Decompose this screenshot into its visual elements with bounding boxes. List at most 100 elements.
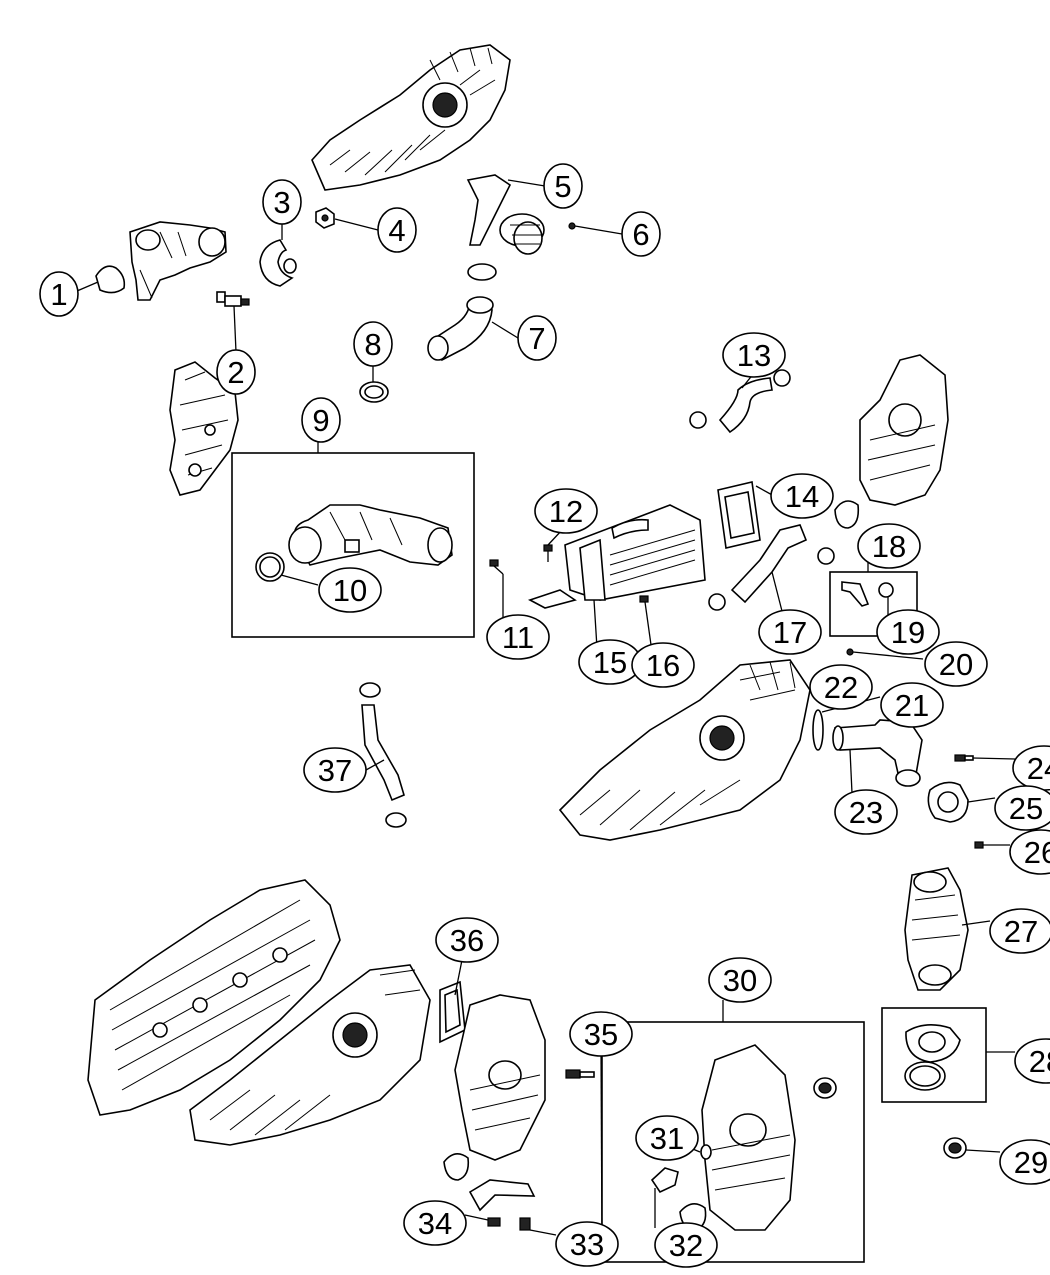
callout-36: 36 — [435, 917, 499, 963]
cylinder-head-lower — [87, 879, 341, 1116]
callout-4: 4 — [377, 207, 417, 253]
kit-box-28 — [881, 1007, 987, 1103]
callout-3: 3 — [262, 179, 302, 225]
callout-8: 8 — [353, 321, 393, 367]
part-12-bolt — [543, 544, 553, 562]
svg-text:33: 33 — [570, 1227, 604, 1262]
part-37-hose — [359, 682, 407, 828]
part-15-egr-cooler — [527, 504, 706, 609]
part-7-hose — [427, 296, 494, 362]
part-10-oring — [255, 552, 285, 582]
svg-text:6: 6 — [632, 217, 649, 252]
callout-20: 20 — [924, 641, 988, 687]
part-8-clamp — [359, 381, 389, 403]
part-28-gaskets — [904, 1024, 961, 1091]
svg-text:37: 37 — [318, 753, 352, 788]
callout-26: 26 — [1009, 829, 1050, 875]
callout-5: 5 — [543, 163, 583, 209]
part-27-egr-valve — [904, 867, 969, 991]
part-30-egr-valve — [679, 1044, 796, 1231]
svg-text:14: 14 — [785, 479, 819, 514]
part-29-plug — [943, 1137, 967, 1159]
part-3-hose — [259, 239, 297, 287]
svg-text:31: 31 — [650, 1121, 684, 1156]
part-6-nut — [568, 222, 576, 230]
svg-text:3: 3 — [273, 185, 290, 220]
callout-29: 29 — [999, 1139, 1050, 1185]
svg-text:5: 5 — [554, 169, 571, 204]
part-20-screw — [846, 648, 854, 656]
part-24-bolt — [954, 754, 974, 762]
leader-lines — [76, 179, 1016, 1244]
callout-13: 13 — [722, 332, 786, 378]
part-1-gasket — [95, 265, 126, 294]
part-25-gasket — [927, 781, 969, 823]
svg-text:30: 30 — [723, 963, 757, 998]
callout-10: 10 — [318, 567, 382, 613]
svg-text:23: 23 — [849, 795, 883, 830]
callout-30: 30 — [708, 957, 772, 1003]
svg-text:28: 28 — [1029, 1044, 1050, 1079]
callout-22: 22 — [809, 664, 873, 710]
svg-text:8: 8 — [364, 327, 381, 362]
part-34-bracket — [468, 1179, 536, 1227]
callout-21: 21 — [880, 682, 944, 728]
part-31-oring — [700, 1144, 712, 1160]
callout-34: 34 — [403, 1200, 467, 1246]
coolant-outlet-housing — [129, 221, 227, 301]
part-5-bracket — [466, 174, 545, 255]
part-13-hose — [689, 369, 791, 434]
svg-text:18: 18 — [872, 529, 906, 564]
callout-14: 14 — [770, 473, 834, 519]
intake-manifold-lower — [189, 964, 431, 1146]
callout-2: 2 — [216, 349, 256, 395]
svg-text:22: 22 — [824, 670, 858, 705]
svg-text:20: 20 — [939, 647, 973, 682]
intake-manifold-upper — [311, 44, 511, 191]
intake-manifold-middle — [558, 659, 811, 841]
svg-text:2: 2 — [227, 355, 244, 390]
svg-text:32: 32 — [669, 1228, 703, 1263]
kit-box-18 — [829, 571, 918, 637]
svg-text:10: 10 — [333, 573, 367, 608]
svg-text:26: 26 — [1024, 835, 1050, 870]
part-36-gasket — [439, 980, 466, 1044]
callout-18: 18 — [857, 523, 921, 569]
part-4-nut — [315, 207, 335, 229]
part-9-coolant-housing — [288, 504, 453, 566]
part-33-bolt — [519, 1217, 531, 1231]
callout-27: 27 — [989, 908, 1050, 954]
part-35-bolt — [565, 1069, 595, 1079]
part-30-plug — [813, 1077, 837, 1099]
svg-text:9: 9 — [312, 403, 329, 438]
part-26-bolt — [974, 841, 984, 849]
callout-37: 37 — [303, 747, 367, 793]
svg-text:34: 34 — [418, 1206, 452, 1241]
part-7-clamp — [467, 263, 497, 281]
callout-17: 17 — [758, 609, 822, 655]
callout-6: 6 — [621, 211, 661, 257]
callout-23: 23 — [834, 789, 898, 835]
callout-16: 16 — [631, 642, 695, 688]
svg-text:11: 11 — [502, 620, 534, 655]
part-23-egr-tube — [832, 719, 923, 787]
svg-text:15: 15 — [593, 645, 627, 680]
svg-text:1: 1 — [50, 277, 67, 312]
callout-19: 19 — [876, 609, 940, 655]
svg-text:16: 16 — [646, 648, 680, 683]
callout-25: 25 — [994, 785, 1050, 831]
part-16-bolt — [639, 595, 649, 603]
callout-32: 32 — [654, 1222, 718, 1268]
part-2-sensor — [216, 291, 250, 307]
callout-12: 12 — [534, 488, 598, 534]
callout-9: 9 — [301, 397, 341, 443]
svg-text:24: 24 — [1027, 751, 1050, 786]
callout-1: 1 — [39, 271, 79, 317]
svg-text:21: 21 — [895, 688, 929, 723]
svg-text:35: 35 — [584, 1017, 618, 1052]
callout-7: 7 — [517, 315, 557, 361]
callout-35: 35 — [569, 1011, 633, 1057]
callout-24: 24 — [1012, 745, 1050, 791]
part-14-gasket — [717, 481, 761, 549]
part-19-tube — [841, 581, 894, 607]
